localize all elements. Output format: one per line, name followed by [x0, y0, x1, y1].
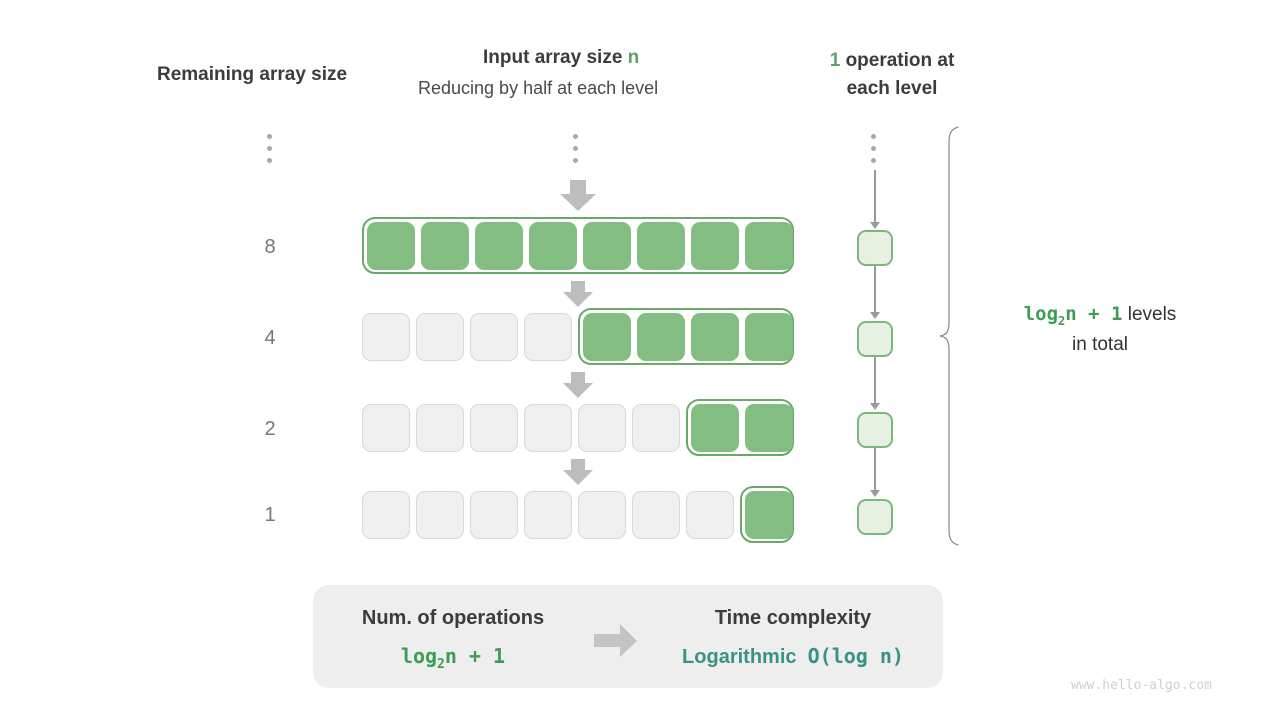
op-connector-line-2 [874, 357, 876, 404]
levels-formula-sub: 2 [1058, 313, 1066, 328]
summary-arrow-icon [594, 624, 638, 663]
array-cell-filled [745, 404, 793, 452]
array-cell-empty [470, 491, 518, 539]
array-cell-empty [416, 404, 464, 452]
array-cell-filled [691, 222, 739, 270]
array-cell-filled [637, 313, 685, 361]
ellipsis-icon-left [267, 134, 275, 170]
array-cell-filled [745, 222, 793, 270]
down-arrow-icon-2 [561, 281, 595, 308]
array-cell-empty [362, 404, 410, 452]
header-operations-per-level: 1 operation at each level [797, 47, 987, 102]
array-cell-filled [367, 222, 415, 270]
operation-box-level-8 [857, 230, 893, 266]
array-cell-filled [637, 222, 685, 270]
op-connector-arrowhead-3 [870, 490, 880, 497]
active-group-outline-level-8 [362, 217, 794, 274]
op-connector-line-3 [874, 448, 876, 491]
ellipsis-icon-right [871, 134, 879, 170]
array-cell-empty [362, 491, 410, 539]
array-cell-filled [529, 222, 577, 270]
header-remaining-array-size: Remaining array size [157, 64, 348, 85]
array-cell-filled [745, 491, 793, 539]
summary-operations-value: log2n + 1 [313, 644, 593, 672]
levels-total-note: log2n + 1 levels in total [985, 300, 1215, 360]
array-cell-empty [578, 491, 626, 539]
header-input-array-size: Input array size n [483, 47, 639, 69]
array-cell-filled [583, 313, 631, 361]
summary-operations-sub: 2 [437, 657, 445, 672]
summary-complexity-word: Logarithmic [682, 646, 797, 668]
array-cell-empty [470, 313, 518, 361]
operation-box-level-2 [857, 412, 893, 448]
ellipsis-icon-center [573, 134, 581, 170]
array-cell-empty [524, 313, 572, 361]
operation-box-level-1 [857, 499, 893, 535]
summary-complexity-title: Time complexity [714, 607, 872, 629]
down-arrow-icon-1 [558, 180, 598, 212]
level-size-label-1: 1 [264, 504, 276, 526]
level-size-label-8: 8 [264, 236, 276, 258]
active-group-outline-level-4 [578, 308, 794, 365]
array-cell-empty [416, 313, 464, 361]
op-connector-arrowhead-0 [870, 222, 880, 229]
levels-formula-suffix: n + 1 [1065, 303, 1123, 325]
operation-box-level-4 [857, 321, 893, 357]
levels-formula-prefix: log [1023, 303, 1059, 325]
active-group-outline-level-2 [686, 399, 794, 456]
array-cell-filled [583, 222, 631, 270]
op-connector-line-1 [874, 266, 876, 313]
levels-brace [938, 126, 964, 551]
summary-complexity-notation: O(log n) [807, 644, 904, 668]
header-operations-text-line2: each level [846, 77, 938, 99]
summary-operations-prefix: log [400, 644, 438, 668]
op-connector-arrowhead-2 [870, 403, 880, 410]
down-arrow-icon-3 [561, 372, 595, 399]
array-cell-empty [632, 404, 680, 452]
array-cell-empty [470, 404, 518, 452]
array-cell-empty [362, 313, 410, 361]
array-cell-filled [691, 313, 739, 361]
summary-complexity-value: Logarithmic O(log n) [665, 644, 921, 669]
summary-complexity-column: Time complexity Logarithmic O(log n) [665, 607, 921, 669]
summary-operations-column: Num. of operations log2n + 1 [313, 607, 593, 672]
active-group-outline-level-1 [740, 486, 794, 543]
array-cell-empty [416, 491, 464, 539]
array-cell-filled [745, 313, 793, 361]
header-operations-text: operation at [845, 50, 955, 71]
array-cell-empty [524, 491, 572, 539]
array-cell-empty [686, 491, 734, 539]
header-input-subtitle: Reducing by half at each level [418, 78, 659, 98]
array-cell-filled [691, 404, 739, 452]
down-arrow-icon-4 [561, 459, 595, 486]
summary-operations-title: Num. of operations [361, 607, 545, 629]
watermark: www.hello-algo.com [1071, 678, 1212, 693]
level-size-label-4: 4 [264, 327, 276, 349]
array-cell-empty [632, 491, 680, 539]
levels-formula: log2n + 1 [1023, 303, 1123, 328]
header-input-array-size-variable: n [627, 47, 640, 68]
op-connector-line-0 [874, 170, 876, 224]
array-cell-empty [578, 404, 626, 452]
array-cell-empty [524, 404, 572, 452]
summary-operations-suffix: n + 1 [444, 644, 506, 668]
level-size-label-2: 2 [264, 418, 276, 440]
levels-note-text: levels [1127, 304, 1177, 325]
header-operations-count: 1 [829, 50, 841, 71]
array-cell-filled [475, 222, 523, 270]
op-connector-arrowhead-1 [870, 312, 880, 319]
array-cell-filled [421, 222, 469, 270]
header-input-array-size-text: Input array size [483, 47, 623, 68]
levels-note-text2: in total [1072, 334, 1128, 356]
